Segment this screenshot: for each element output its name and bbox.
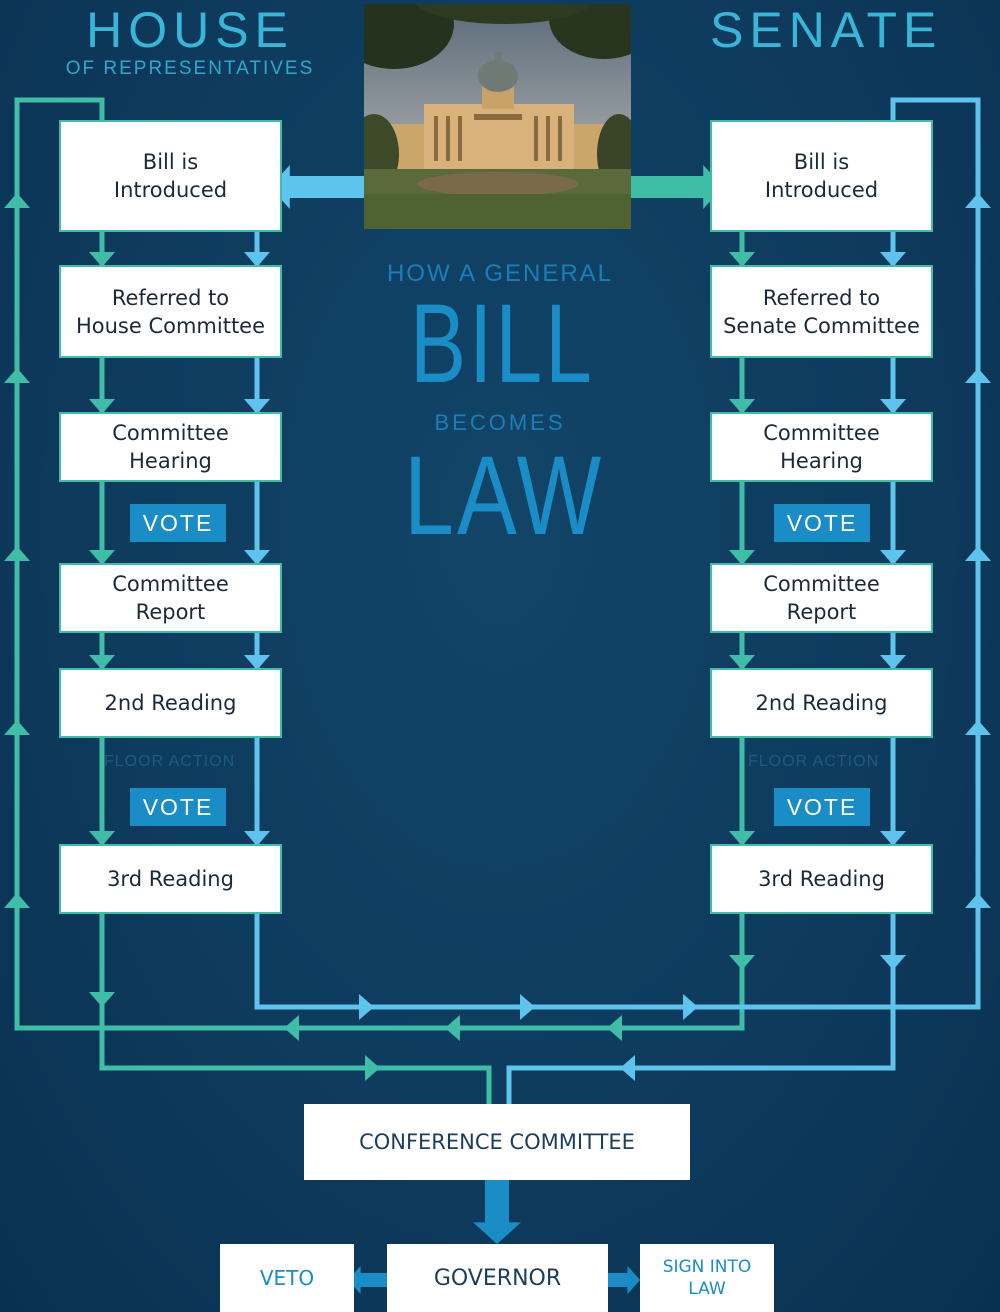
house-step-2nd-reading: 2nd Reading: [59, 668, 282, 738]
senate-blue-arrow-1: [880, 399, 906, 414]
title-how-a-general: HOW A GENERAL: [386, 260, 614, 287]
title-law: LAW: [404, 433, 605, 558]
conference-to-governor-arrow: [473, 1164, 521, 1244]
house-step-hearing: Committee Hearing: [59, 412, 282, 482]
senate-exit-blue-arrow: [880, 955, 906, 970]
blue-bottom-arrow-0: [359, 994, 374, 1020]
senate-teal-arrow-0: [729, 252, 755, 267]
house-teal-arrow-4: [89, 831, 115, 846]
teal-bottom-arrow-2: [607, 1015, 622, 1041]
title-bill: BILL: [410, 281, 595, 406]
veto-box: VETO: [220, 1244, 354, 1312]
teal-bottom-arrow-1: [445, 1015, 460, 1041]
senate-outer-up-arrow-1: [965, 368, 991, 383]
house-step-3rd-reading: 3rd Reading: [59, 844, 282, 914]
senate-step-referred: Referred to Senate Committee: [710, 265, 933, 358]
house-blue-arrow-2: [244, 550, 270, 565]
senate-teal-arrow-1: [729, 399, 755, 414]
house-committee-vote: VOTE: [130, 504, 226, 542]
senate-exit-arrow: [729, 955, 755, 970]
senate-step-2nd-reading: 2nd Reading: [710, 668, 933, 738]
house-step-report: Committee Report: [59, 563, 282, 633]
house-teal-arrow-3: [89, 655, 115, 670]
house-blue-arrow-3: [244, 655, 270, 670]
house-outer-up-arrow-1: [4, 368, 30, 383]
house-outer-up-arrow-4: [4, 893, 30, 908]
house-step-introduced: Bill is Introduced: [59, 120, 282, 232]
house-conference-arrow: [365, 1055, 380, 1081]
senate-outer-up-arrow-3: [965, 720, 991, 735]
senate-floor-action-label: FLOOR ACTION: [748, 753, 880, 770]
senate-step-hearing: Committee Hearing: [710, 412, 933, 482]
house-outer-up-arrow-3: [4, 720, 30, 735]
senate-blue-arrow-2: [880, 550, 906, 565]
senate-committee-vote: VOTE: [774, 504, 870, 542]
senate-blue-arrow-0: [880, 252, 906, 267]
senate-intro-big-arrow: [615, 165, 723, 209]
governor-veto-arrow: [348, 1266, 388, 1294]
house-to-conference: [99, 914, 492, 1104]
sign-into-law-box: SIGN INTO LAW: [640, 1244, 774, 1312]
blue-bottom-arrow-2: [683, 994, 698, 1020]
capitol-photo: [364, 4, 631, 229]
senate-title: SENATE: [710, 2, 943, 58]
house-teal-arrow-1: [89, 399, 115, 414]
governor-sign-arrow: [600, 1266, 640, 1294]
senate-to-conference: [506, 914, 896, 1104]
house-floor-vote: VOTE: [130, 788, 226, 826]
senate-teal-arrow-3: [729, 655, 755, 670]
senate-blue-arrow-3: [880, 655, 906, 670]
house-step-referred: Referred to House Committee: [59, 265, 282, 358]
house-teal-arrow-0: [89, 252, 115, 267]
house-teal-arrow-2: [89, 550, 115, 565]
conference-committee-box: CONFERENCE COMMITTEE: [304, 1104, 690, 1180]
senate-step-3rd-reading: 3rd Reading: [710, 844, 933, 914]
senate-step-report: Committee Report: [710, 563, 933, 633]
senate-blue-arrow-4: [880, 831, 906, 846]
house-outer-up-arrow-0: [4, 193, 30, 208]
house-blue-arrow-1: [244, 399, 270, 414]
house-title: HOUSE: [86, 2, 294, 58]
senate-teal-arrow-2: [729, 550, 755, 565]
house-exit-arrow: [89, 992, 115, 1007]
senate-conference-arrow: [620, 1055, 635, 1081]
senate-teal-arrow-4: [729, 831, 755, 846]
house-intro-big-arrow: [270, 165, 380, 209]
title-becomes: BECOMES: [434, 410, 566, 435]
senate-outer-up-arrow-4: [965, 893, 991, 908]
house-blue-arrow-0: [244, 252, 270, 267]
senate-floor-vote: VOTE: [774, 788, 870, 826]
house-subtitle: OF REPRESENTATIVES: [65, 58, 315, 79]
senate-outer-up-arrow-0: [965, 193, 991, 208]
house-outer-up-arrow-2: [4, 546, 30, 561]
governor-box: GOVERNOR: [387, 1244, 608, 1312]
teal-bottom-arrow-0: [284, 1015, 299, 1041]
house-floor-action-label: FLOOR ACTION: [104, 753, 236, 770]
house-blue-arrow-4: [244, 831, 270, 846]
senate-step-introduced: Bill is Introduced: [710, 120, 933, 232]
senate-outer-up-arrow-2: [965, 546, 991, 561]
blue-bottom-arrow-1: [520, 994, 535, 1020]
